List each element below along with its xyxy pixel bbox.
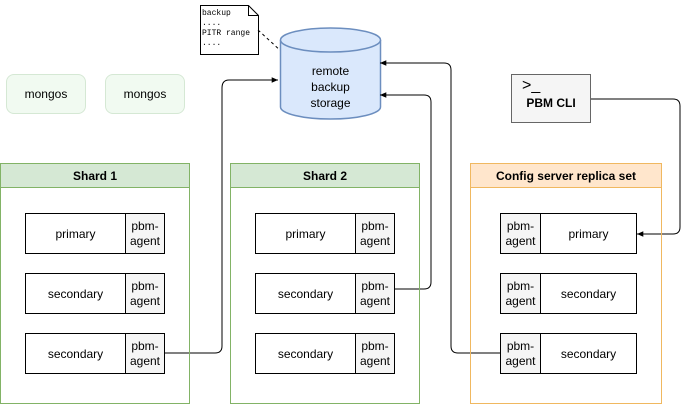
shard-2-secondary-1[interactable]: secondary (255, 273, 356, 314)
node-role: primary (285, 226, 326, 241)
storage-label: remote backup storage (280, 63, 381, 111)
agent-label: pbm- (131, 218, 159, 233)
config-replica-set-title: Config server replica set (471, 164, 661, 188)
note-fold (248, 5, 259, 16)
agent-label: agent (129, 233, 161, 248)
agent-label: agent (129, 293, 161, 308)
agent-label: pbm- (361, 338, 389, 353)
connector-shard1-to-storage (165, 77, 278, 354)
agent-label: pbm- (361, 218, 389, 233)
terminal-prompt-icon: >_ (522, 77, 541, 94)
shard-1-title: Shard 1 (1, 164, 189, 188)
node-role: secondary (560, 286, 617, 301)
shard-2-secondary-2[interactable]: secondary (255, 333, 356, 374)
mongos-label: mongos (24, 87, 68, 101)
config-primary[interactable]: primary (540, 213, 637, 254)
storage-cylinder (279, 27, 382, 120)
agent-label: pbm- (131, 338, 159, 353)
shard-1-secondary-2-agent[interactable]: pbm-agent (125, 333, 165, 374)
note-line: PITR range (202, 29, 251, 38)
shard-2-primary[interactable]: primary (255, 213, 356, 254)
agent-label: agent (359, 233, 391, 248)
storage-label-line: storage (310, 96, 351, 110)
agent-label: pbm- (506, 218, 535, 233)
config-replica-set-group: Config server replica set (470, 163, 662, 404)
pbm-cli-label: PBM CLI (526, 96, 576, 110)
config-secondary-2-agent[interactable]: pbm-agent (500, 333, 541, 374)
agent-label: agent (359, 353, 391, 368)
storage-label-line: remote (311, 64, 350, 78)
note-text: backup .... PITR range .... (202, 9, 258, 49)
note-sheet (200, 5, 259, 55)
shard-2-title: Shard 2 (231, 164, 419, 188)
connector-cli-to-config (591, 98, 681, 237)
agent-label: agent (359, 293, 391, 308)
shard-1-secondary-2[interactable]: secondary (25, 333, 126, 374)
agent-label: pbm- (506, 278, 535, 293)
mongos-label: mongos (123, 87, 167, 101)
connector-config-to-storage (380, 60, 500, 354)
note-line: backup (202, 9, 231, 18)
shard-2-primary-agent[interactable]: pbm-agent (355, 213, 395, 254)
node-role: secondary (277, 286, 334, 301)
node-role: secondary (560, 346, 617, 361)
shard-1-secondary-1-agent[interactable]: pbm-agent (125, 273, 165, 314)
storage-label-line: backup (311, 80, 350, 94)
config-secondary-1-agent[interactable]: pbm-agent (500, 273, 541, 314)
node-role: secondary (277, 346, 334, 361)
agent-label: agent (505, 353, 536, 368)
shard-1-primary-agent[interactable]: pbm-agent (125, 213, 165, 254)
shard-1-group: Shard 1 (0, 163, 190, 404)
pbm-cli-box[interactable]: >_ PBM CLI (511, 74, 591, 123)
note-line: .... (202, 19, 222, 28)
node-role: secondary (47, 346, 104, 361)
mongos-router-2[interactable]: mongos (105, 74, 185, 114)
note-line: .... (202, 39, 222, 48)
node-role: secondary (47, 286, 104, 301)
connector-shard2-to-storage (380, 92, 432, 290)
agent-label: pbm- (361, 278, 389, 293)
shard-2-secondary-1-agent[interactable]: pbm-agent (355, 273, 395, 314)
agent-label: agent (505, 293, 536, 308)
config-secondary-1[interactable]: secondary (540, 273, 637, 314)
note-link-line (257, 29, 294, 63)
config-secondary-2[interactable]: secondary (540, 333, 637, 374)
mongos-router-1[interactable]: mongos (6, 74, 86, 114)
shard-2-group: Shard 2 (230, 163, 420, 404)
agent-label: pbm- (506, 338, 535, 353)
agent-label: pbm- (131, 278, 159, 293)
agent-label: agent (505, 233, 536, 248)
shard-1-secondary-1[interactable]: secondary (25, 273, 126, 314)
shard-1-primary[interactable]: primary (25, 213, 126, 254)
node-role: primary (55, 226, 96, 241)
shard-2-secondary-2-agent[interactable]: pbm-agent (355, 333, 395, 374)
node-role: primary (568, 226, 609, 241)
config-primary-agent[interactable]: pbm-agent (500, 213, 541, 254)
agent-label: agent (129, 353, 161, 368)
